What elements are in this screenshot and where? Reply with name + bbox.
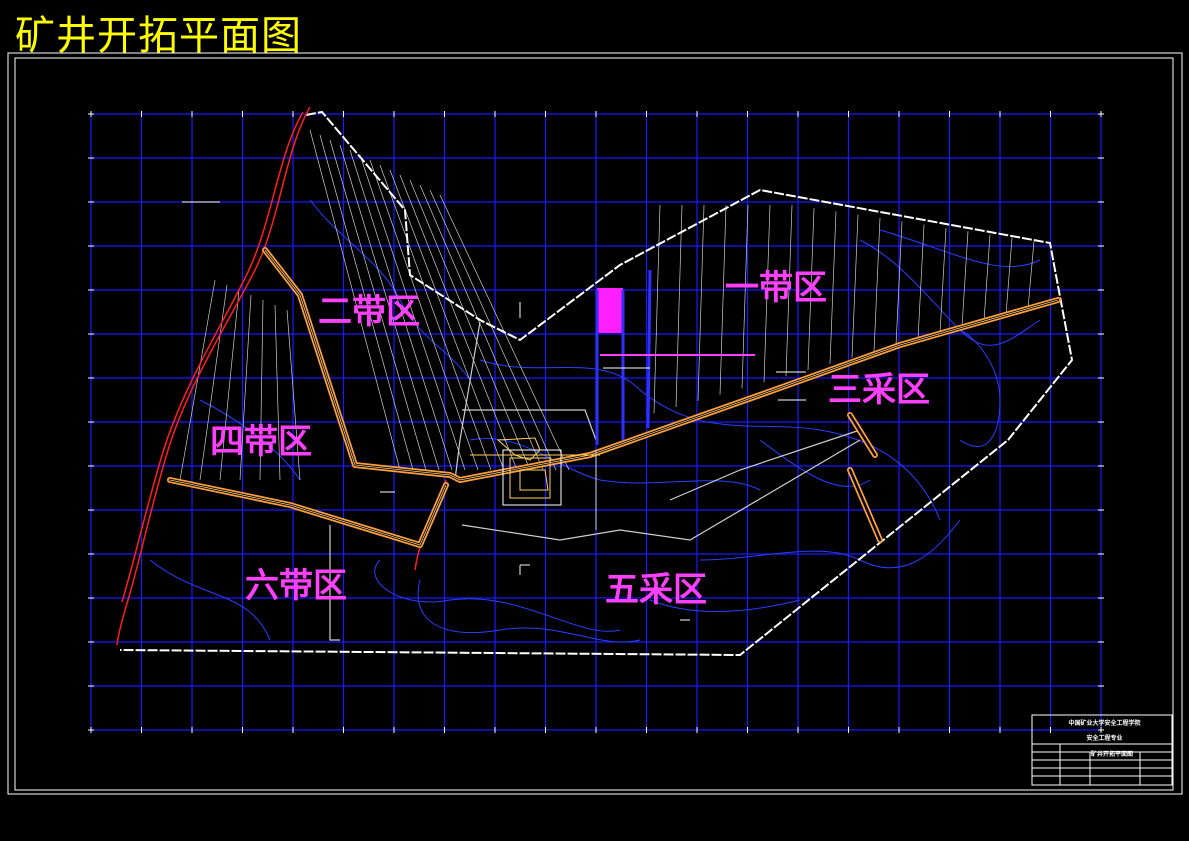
zone-label-1: 一带区	[725, 268, 827, 308]
main-roadways	[167, 247, 1061, 548]
title-block-school: 中国矿业大学安全工程学院	[1068, 720, 1141, 727]
outer-frame	[7, 52, 1183, 795]
zone-label-2: 二带区	[318, 292, 420, 332]
zone-label-3: 三采区	[828, 370, 930, 410]
drawing-title: 矿井开拓平面图	[15, 13, 302, 59]
title-block-table	[1031, 714, 1173, 786]
title-block-major: 安全工程专业	[1086, 735, 1123, 742]
inner-frame	[14, 57, 1174, 791]
inner-boundaries	[329, 302, 861, 641]
contour-lines	[149, 199, 1041, 643]
industrial-square	[470, 437, 600, 530]
title-block-drawing-name: 矿井开拓平面图	[1090, 751, 1133, 758]
goaf-hatching	[179, 129, 1035, 481]
annotation-marks	[182, 201, 806, 621]
grid-ticks	[88, 111, 1104, 733]
zone-label-5: 五采区	[605, 570, 707, 610]
zone-label-6: 六带区	[245, 566, 347, 606]
shaft-drifts	[595, 269, 755, 445]
zone-label-4: 四带区	[210, 422, 312, 462]
mine-field-boundary	[119, 110, 1074, 657]
title-block: 中国矿业大学安全工程学院 安全工程专业 矿井开拓平面图	[1032, 715, 1172, 785]
